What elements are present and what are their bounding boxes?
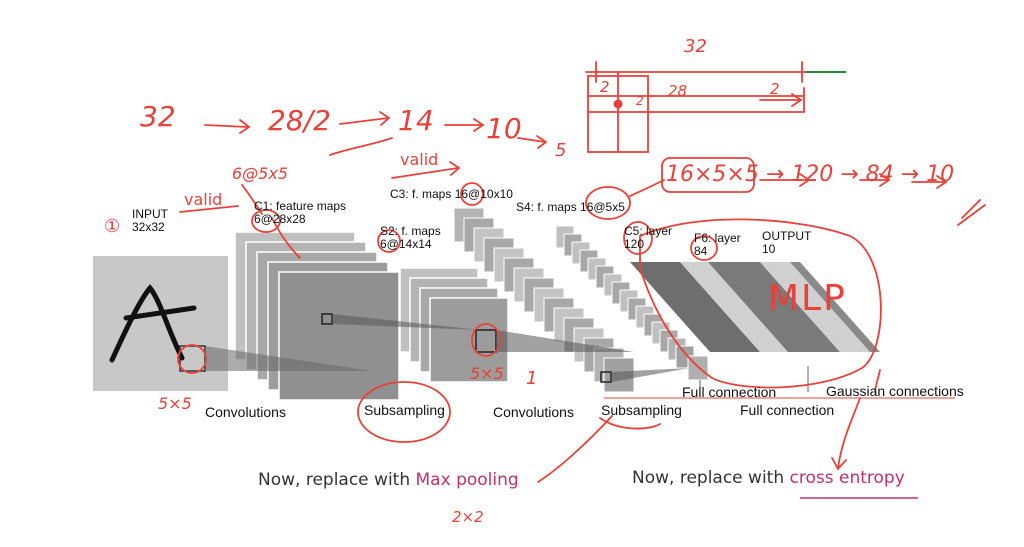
c1-label: C1: feature maps 6@28x28 xyxy=(254,199,347,226)
underline-10 xyxy=(957,199,986,226)
c5-label: C5: layer 120 xyxy=(624,224,673,251)
hand-sketch-2c: 2 xyxy=(770,80,780,98)
hand-valid-1: valid xyxy=(184,190,223,209)
hand-chain-14: 14 xyxy=(398,104,434,137)
hand-sketch-2b: 2 xyxy=(636,94,644,108)
letter-a-glyph xyxy=(109,284,185,363)
sub1-projection xyxy=(332,314,480,330)
fully-connected-layers xyxy=(630,262,880,352)
arrow-14-10 xyxy=(444,118,485,132)
caption-max-pooling-highlight: Max pooling xyxy=(415,470,519,490)
c3-label: C3: f. maps 16@10x10 xyxy=(390,187,513,201)
arrow-to-max-pooling xyxy=(537,415,613,483)
circle-f6-size xyxy=(690,235,718,261)
connector-s4-dense xyxy=(629,179,665,197)
hand-sketch-32: 32 xyxy=(684,36,707,57)
hand-valid-2: valid xyxy=(400,150,439,169)
circle-s4-size xyxy=(585,186,631,220)
s4-feature-maps-stack xyxy=(555,225,709,381)
hand-mlp: MLP xyxy=(768,278,847,319)
hand-step-1: ① xyxy=(104,216,121,237)
c1-feature-maps-stack xyxy=(234,231,400,401)
box-16x5x5 xyxy=(661,157,755,193)
f6-label: F6: layer 84 xyxy=(694,231,741,258)
s2-label: S2: f. maps 6@14x14 xyxy=(380,224,441,251)
circle-s2-field xyxy=(471,323,501,357)
arrow-to-cross-entropy xyxy=(831,397,861,471)
circle-subsampling-1 xyxy=(357,381,451,443)
conv2-projection xyxy=(496,330,634,352)
arrow-28-14-lower xyxy=(329,137,393,156)
letter-a-crossbar xyxy=(123,305,197,321)
arrow-32-28 xyxy=(204,119,251,134)
circle-c3-size xyxy=(460,182,484,206)
stage-subsampling-1: Subsampling xyxy=(364,402,445,418)
hand-one: 1 xyxy=(526,368,538,389)
s2-feature-maps-stack xyxy=(399,267,509,383)
arrow-to-120 xyxy=(759,173,811,187)
arrow-28-14 xyxy=(339,111,391,126)
hand-chain-28: 28/2 xyxy=(268,104,331,137)
arrow-valid-2 xyxy=(391,161,461,179)
hand-dense-chain: 16×5×5 → 120 → 84 → 10 xyxy=(666,162,955,187)
hand-chain-10: 10 xyxy=(486,112,522,145)
arrow-valid-1 xyxy=(179,205,239,213)
c3-feature-maps-stack xyxy=(453,207,635,393)
hand-5x5-mid: 5×5 xyxy=(470,364,504,383)
stage-full-connection-2: Full connection xyxy=(740,402,835,418)
arrow-to-84 xyxy=(859,173,891,187)
caption-cross-entropy-highlight: cross entropy xyxy=(789,468,905,488)
arrow-to-10 xyxy=(911,175,948,189)
stage-convolutions-1: Convolutions xyxy=(205,404,286,420)
circle-c1-size xyxy=(251,209,281,233)
mlp-loop xyxy=(639,218,882,389)
circle-s2-size xyxy=(377,229,401,253)
hand-chain-32: 32 xyxy=(140,100,176,133)
s4-label: S4: f. maps 16@5x5 xyxy=(516,200,625,214)
circle-c5-size xyxy=(623,221,653,255)
stage-convolutions-2: Convolutions xyxy=(493,404,574,420)
arrow-6x5x5 xyxy=(241,184,263,215)
conv1-projection xyxy=(205,346,372,371)
sketch-arrow-right xyxy=(759,93,803,107)
hand-6at5x5: 6@5x5 xyxy=(232,164,289,183)
sketch-center-dot xyxy=(613,99,623,109)
stage-full-connection-1: Full connection xyxy=(682,384,777,400)
gaussian-tick xyxy=(874,369,881,391)
circle-input-field xyxy=(177,344,207,374)
caption-cross-entropy: Now, replace with cross entropy xyxy=(632,468,905,488)
output-label: OUTPUT 10 xyxy=(762,229,812,256)
sub2-projection xyxy=(611,368,690,382)
handwritten-annotations xyxy=(177,61,986,483)
hand-chain-5: 5 xyxy=(555,140,567,161)
arrow-10-5 xyxy=(517,135,548,149)
stage-gaussian-connections: Gaussian connections xyxy=(826,383,964,399)
hand-5x5-input: 5×5 xyxy=(158,394,192,413)
arrow-c1-detail xyxy=(271,217,301,259)
input-label: INPUT 32x32 xyxy=(132,207,168,234)
hand-sketch-28: 28 xyxy=(668,82,688,100)
caption-max-pooling: Now, replace with Max pooling xyxy=(258,470,519,490)
hand-2x2: 2×2 xyxy=(452,508,484,526)
stage-subsampling-2: Subsampling xyxy=(601,402,682,418)
hand-sketch-2a: 2 xyxy=(600,78,610,96)
